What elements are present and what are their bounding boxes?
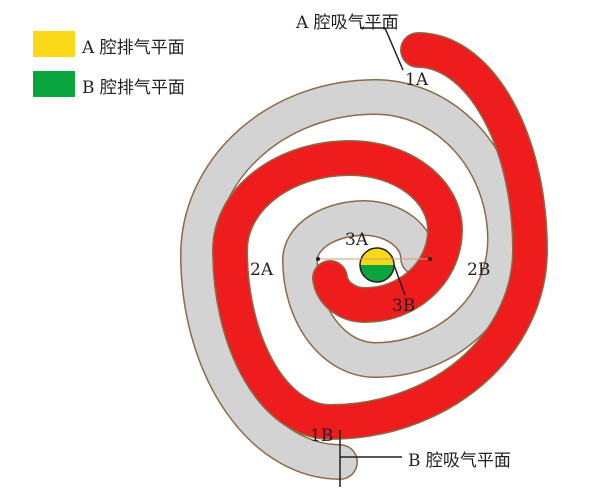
legend-swatch-yellow xyxy=(33,31,75,57)
b-suction-label: B 腔吸气平面 xyxy=(408,451,511,471)
legend-swatch-green xyxy=(33,71,75,97)
label-2b: 2B xyxy=(467,260,491,280)
a-suction-label: A 腔吸气平面 xyxy=(296,13,399,33)
red-scroll xyxy=(213,33,547,439)
legend-label-b: B 腔排气平面 xyxy=(82,78,185,98)
legend-label-a: A 腔排气平面 xyxy=(82,38,185,58)
a-discharge-half xyxy=(360,248,394,265)
b-discharge-half xyxy=(360,265,394,282)
label-3b: 3B xyxy=(392,296,416,316)
label-2a: 2A xyxy=(250,260,274,280)
label-1b: 1B xyxy=(310,426,334,446)
center-port xyxy=(318,247,430,296)
label-1a: 1A xyxy=(405,70,429,90)
leader-lines xyxy=(339,27,404,487)
gray-scroll xyxy=(181,80,522,479)
label-3a: 3A xyxy=(345,230,369,250)
